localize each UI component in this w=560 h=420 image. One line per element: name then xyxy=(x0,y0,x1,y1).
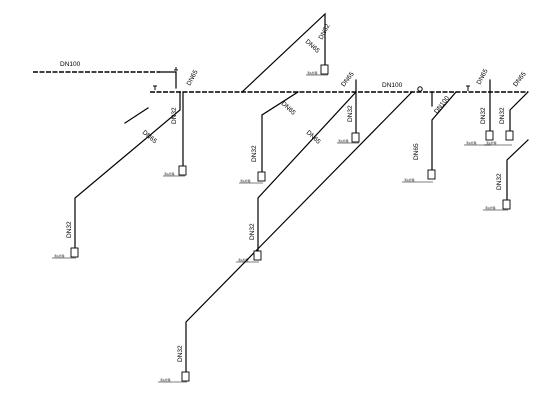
cabinet-8: 消火栓箱 xyxy=(483,199,511,211)
branch-left-double xyxy=(124,107,149,124)
main-pipes xyxy=(33,71,528,93)
cabinet-7: 消火栓箱 xyxy=(484,130,514,146)
label-dn32-d: DN32 xyxy=(251,145,258,162)
cabinet-1-tag: 消火栓箱 xyxy=(307,71,318,75)
label-dn65-a: DN65 xyxy=(304,38,321,55)
branch-long xyxy=(185,91,413,378)
label-dn32-c: DN32 xyxy=(347,105,354,122)
cabinet-9: 消火栓箱 xyxy=(52,247,79,259)
valves xyxy=(153,67,470,92)
branch-top-riser xyxy=(241,12,326,93)
cabinet-1: 消火栓箱 xyxy=(306,64,329,76)
label-dn65-i: DN65 xyxy=(512,71,528,89)
label-dn32-b: DN32 xyxy=(171,107,178,124)
branch-mid-a xyxy=(261,91,299,179)
pipe-labels: DN100 DN100 DN100 DN65 DN65 DN65 DN65 DN… xyxy=(60,23,528,362)
branch-right-b xyxy=(509,91,529,136)
cabinet-3-tag: 消火栓箱 xyxy=(338,139,349,143)
label-dn65-c: DN65 xyxy=(141,129,159,145)
cabinet-2-tag: 消火栓箱 xyxy=(164,172,175,176)
cabinet-5-tag: 消火栓箱 xyxy=(404,178,415,182)
valve-top-left xyxy=(174,67,178,71)
label-main-right: DN100 xyxy=(382,82,403,89)
label-dn65-d: DN65 xyxy=(280,100,297,117)
cabinet-5: 消火栓箱 xyxy=(402,169,436,183)
cabinet-10-tag: 消火栓箱 xyxy=(238,258,249,262)
label-dn32-f: DN32 xyxy=(499,107,506,124)
label-dn32-a: DN32 xyxy=(318,23,332,41)
cabinet-7-tag: 消火栓箱 xyxy=(486,141,497,145)
cabinet-10: 消火栓箱 xyxy=(236,250,262,263)
cabinet-3: 消火栓箱 xyxy=(337,132,360,144)
label-dn32-h: DN32 xyxy=(66,221,73,238)
label-branch-dn100: DN100 xyxy=(433,95,451,116)
label-dn32-g: DN32 xyxy=(496,173,503,190)
label-dn65-b: DN65 xyxy=(186,69,200,87)
label-dn65-h: DN65 xyxy=(476,68,490,86)
valve-main-mid xyxy=(417,86,423,92)
valve-main-right xyxy=(466,85,470,91)
label-dn32-e: DN32 xyxy=(480,107,487,124)
cabinet-4-tag: 消火栓箱 xyxy=(240,179,251,183)
branch-mid-b xyxy=(257,91,357,256)
cabinet-11-tag: 消火栓箱 xyxy=(160,378,171,382)
branch-right-c xyxy=(506,139,529,206)
label-dn32-j: DN32 xyxy=(177,345,184,362)
branch-left xyxy=(74,91,181,254)
cabinet-11: 消火栓箱 xyxy=(158,371,190,383)
cabinet-2: 消火栓箱 xyxy=(163,165,187,177)
cabinet-9-tag: 消火栓箱 xyxy=(54,254,65,258)
branch-pipes xyxy=(74,12,529,378)
label-main-left: DN100 xyxy=(60,61,81,68)
hydrant-cabinets: 消火栓箱 消火栓箱 消火栓箱 消火栓箱 消火栓箱 消火栓箱 xyxy=(52,64,514,383)
label-dn65-g: DN65 xyxy=(413,143,420,160)
cabinet-6-tag: 消火栓箱 xyxy=(466,141,477,145)
branch-dn100 xyxy=(431,91,457,176)
valve-main-left xyxy=(153,85,157,90)
label-dn32-i: DN32 xyxy=(249,223,256,240)
cabinet-4: 消火栓箱 xyxy=(239,171,266,184)
label-dn65-e: DN65 xyxy=(340,71,356,89)
cabinet-8-tag: 消火栓箱 xyxy=(485,206,496,210)
